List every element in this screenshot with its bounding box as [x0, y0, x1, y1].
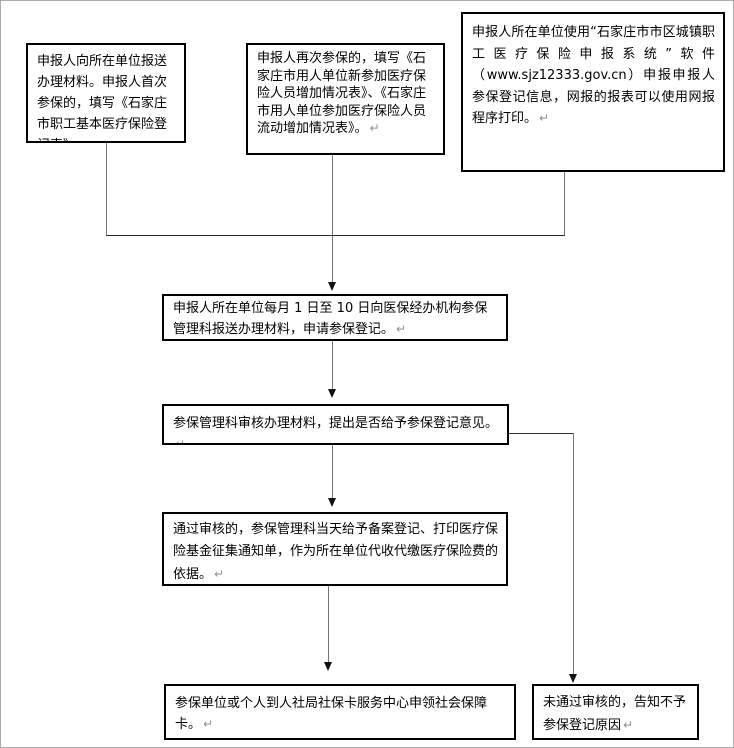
- flowchart-node-re-enrollment: 申报人再次参保的，填写《石家庄市用人单位新参加医疗保险人员增加情况表》、《石家庄…: [246, 43, 445, 155]
- flowchart-node-approved-registration: 通过审核的，参保管理科当天给予备案登记、打印医疗保险基金征集通知单，作为所在单位…: [162, 512, 508, 586]
- node-text: 参保单位或个人到人社局社保卡服务中心申领社会保障卡。: [175, 696, 488, 732]
- paragraph-return-icon: ↵: [539, 111, 550, 125]
- connector-center-drop: [332, 155, 333, 283]
- flowchart-node-social-security-card: 参保单位或个人到人社局社保卡服务中心申领社会保障卡。↵: [164, 684, 516, 740]
- paragraph-return-icon: ↵: [83, 138, 95, 141]
- flowchart-node-first-enrollment: 申报人向所在单位报送办理材料。申报人首次参保的，填写《石家庄市职工基本医疗保险登…: [26, 43, 186, 143]
- connector-join-horizontal: [106, 235, 565, 236]
- flowchart-node-monthly-submission: 申报人所在单位每月 1 日至 10 日向医保经办机构参保管理科报送办理材料，申请…: [162, 294, 508, 341]
- arrow-down-icon: [328, 389, 336, 398]
- node-text: 申报人再次参保的，填写《石家庄市用人单位新参加医疗保险人员增加情况表》、《石家庄…: [257, 51, 427, 136]
- node-text: 通过审核的，参保管理科当天给予备案登记、打印医疗保险基金征集通知单，作为所在单位…: [173, 522, 499, 582]
- connector-rejected-drop: [573, 433, 574, 674]
- node-text: 参保管理科审核办理材料，提出是否给予参保登记意见。: [173, 416, 499, 431]
- node-text: 申报人所在单位每月 1 日至 10 日向医保经办机构参保管理科报送办理材料，申请…: [173, 301, 488, 337]
- connector-submission-to-review: [332, 341, 333, 390]
- paragraph-return-icon: ↵: [369, 121, 380, 135]
- node-text: 未通过审核的，告知不予参保登记原因: [543, 695, 687, 733]
- arrow-down-icon: [569, 674, 577, 683]
- connector-left-drop: [106, 143, 107, 236]
- arrow-down-icon: [328, 282, 336, 291]
- connector-review-right-branch: [509, 433, 574, 434]
- arrow-down-icon: [324, 662, 332, 671]
- paragraph-return-icon: ↵: [623, 718, 634, 732]
- flowchart-node-online-declaration: 申报人所在单位使用“石家庄市市区城镇职工医疗保险申报系统”软件（www.sjz1…: [461, 12, 725, 172]
- flowchart-node-rejected-notice: 未通过审核的，告知不予参保登记原因↵: [532, 684, 699, 740]
- arrow-down-icon: [328, 498, 336, 507]
- connector-right-drop: [564, 172, 565, 236]
- connector-approved-to-card: [328, 586, 329, 662]
- paragraph-return-icon: ↵: [396, 322, 407, 336]
- paragraph-return-icon: ↵: [214, 567, 225, 581]
- paragraph-return-icon: ↵: [203, 717, 214, 731]
- node-text: 申报人向所在单位报送办理材料。申报人首次参保的，填写《石家庄市职工基本医疗保险登…: [37, 54, 168, 141]
- connector-review-to-approved: [332, 445, 333, 498]
- flowchart-node-review: 参保管理科审核办理材料，提出是否给予参保登记意见。 ↵: [162, 404, 509, 445]
- paragraph-return-icon: ↵: [175, 437, 186, 445]
- node-text: 申报人所在单位使用“石家庄市市区城镇职工医疗保险申报系统”软件（www.sjz1…: [472, 25, 715, 126]
